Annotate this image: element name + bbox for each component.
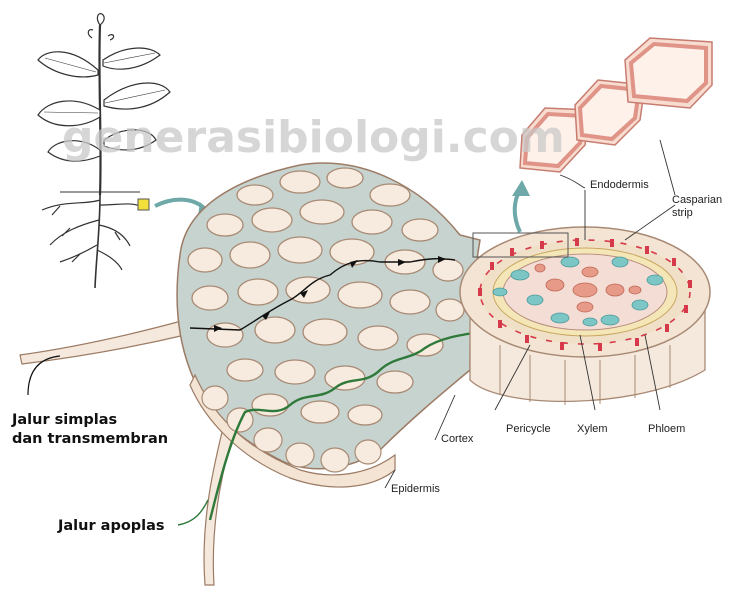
apoplast-label: Jalur apoplas (57, 518, 165, 534)
endodermis-label: Endodermis (590, 179, 649, 191)
casparian-label-line2: strip (672, 207, 693, 219)
pericycle-label: Pericycle (506, 423, 551, 435)
epidermis-label: Epidermis (391, 483, 440, 495)
apoplast-path (208, 328, 506, 521)
casparian-label-line1: Casparian (672, 194, 722, 206)
xylem-label: Xylem (577, 423, 608, 435)
symplast-label-line1: Jalur simplas (11, 412, 117, 428)
endodermis-cells-inset (519, 37, 713, 173)
endodermis-arrow-icon (512, 188, 522, 233)
phloem-label: Phloem (648, 423, 685, 435)
root-tissue-block (19, 162, 506, 586)
leader-lines (27, 139, 676, 526)
symplast-path (189, 257, 456, 331)
plant-illustration (37, 13, 171, 289)
zoom-arrow-icon (154, 197, 208, 212)
root-cross-section (459, 226, 711, 405)
watermark: generasibiologi.com (62, 112, 565, 163)
symplast-label-line2: dan transmembran (12, 431, 168, 447)
endodermis-arrow-head-icon (512, 180, 530, 196)
cortex-label: Cortex (441, 433, 474, 445)
